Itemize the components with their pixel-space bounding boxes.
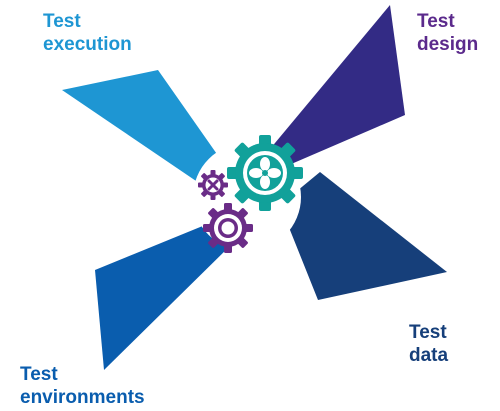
blade-test-environments	[95, 223, 232, 370]
label-test-design-line1: Test	[417, 11, 455, 32]
label-test-design-line2: design	[417, 34, 479, 55]
label-test-execution-line2: execution	[43, 34, 132, 55]
gear-ring-icon	[203, 203, 253, 253]
label-test-environments-line2: environments	[20, 387, 145, 408]
label-test-data-line2: data	[409, 345, 449, 366]
gear-x-icon	[198, 170, 228, 200]
label-test-execution-line1: Test	[43, 11, 81, 32]
blade-test-design	[265, 5, 405, 168]
label-test-environments-line1: Test	[20, 364, 58, 385]
label-test-data-line1: Test	[409, 322, 447, 343]
gear-icon	[227, 135, 303, 211]
blade-test-execution	[62, 70, 240, 202]
label-test-design: Test design	[417, 10, 478, 56]
label-test-data: Test data	[409, 321, 448, 367]
blade-test-data	[280, 172, 447, 300]
label-test-environments: Test environments	[20, 363, 145, 409]
label-test-execution: Test execution	[43, 10, 132, 56]
